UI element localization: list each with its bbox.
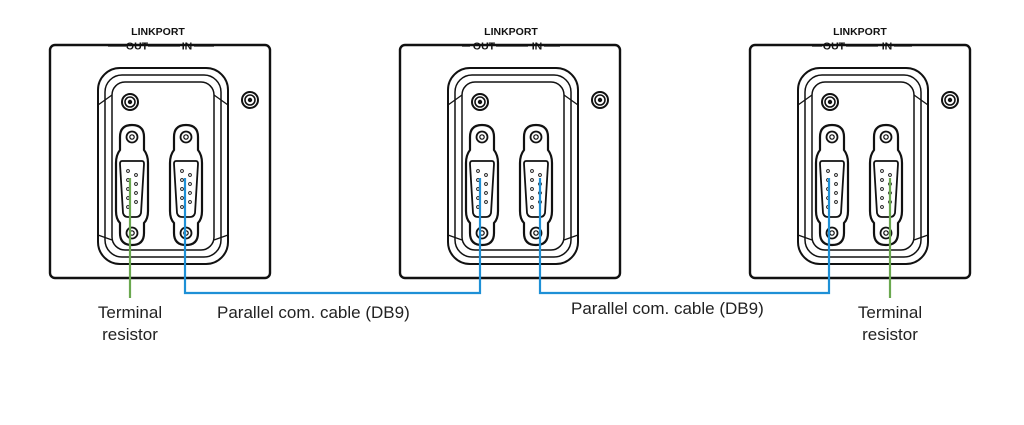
- terminal-resistor-label-left-2: resistor: [102, 325, 158, 344]
- linkport-panel-1: [50, 45, 270, 278]
- in-label-1: IN: [182, 41, 193, 53]
- linkport-title-2: LINKPORT: [484, 26, 538, 38]
- terminal-resistor-label-right-2: resistor: [862, 325, 918, 344]
- linkport-title-1: LINKPORT: [131, 26, 185, 38]
- parallel-cable-2: [538, 178, 831, 295]
- out-label-2: OUT: [473, 41, 496, 53]
- linkport-header-2: LINKPORT OUT IN: [462, 26, 560, 53]
- cable-label-1: Parallel com. cable (DB9): [217, 303, 410, 322]
- linkport-header-1: LINKPORT OUT IN: [108, 26, 214, 53]
- in-label-3: IN: [882, 41, 893, 53]
- linkport-panel-2: [400, 45, 620, 278]
- linkport-panel-3: [750, 45, 970, 278]
- terminal-resistor-label-left-1: Terminal: [98, 303, 162, 322]
- parallel-cable-1: [183, 178, 482, 295]
- out-label-3: OUT: [823, 41, 846, 53]
- cable-label-2: Parallel com. cable (DB9): [571, 299, 764, 318]
- linkport-title-3: LINKPORT: [833, 26, 887, 38]
- terminal-resistor-label-right-1: Terminal: [858, 303, 922, 322]
- in-label-2: IN: [532, 41, 543, 53]
- linkport-header-3: LINKPORT OUT IN: [812, 26, 912, 53]
- out-label-1: OUT: [126, 41, 149, 53]
